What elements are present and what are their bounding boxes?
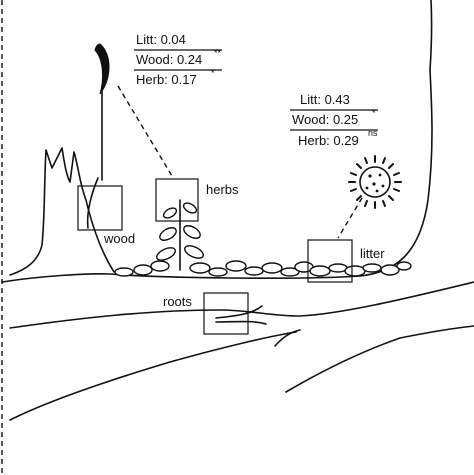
stump-crack <box>86 177 99 229</box>
stat-right-wood: Wood: 0.25 <box>292 112 358 127</box>
lower-soil-left <box>9 331 297 421</box>
roots-label: roots <box>163 294 192 309</box>
stat-left-wood: Wood: 0.24 <box>136 52 202 67</box>
stat-left-litt: Litt: 0.04 <box>136 32 186 47</box>
connector-spore-litter <box>337 197 363 239</box>
tree-stump <box>9 147 115 276</box>
spiky-spore-icon <box>348 155 402 209</box>
stat-right-litt: Litt: 0.43 <box>300 92 350 107</box>
litter-sample-box <box>307 239 353 283</box>
herb-seedling-icon <box>155 199 205 271</box>
lower-soil-wedge <box>274 325 474 393</box>
stat-left-herb-sig: * <box>211 68 215 78</box>
stat-right-herb: Herb: 0.29 <box>298 133 359 148</box>
crescent-termite-icon <box>94 43 110 95</box>
litter-layer <box>114 260 412 277</box>
herbs-label: herbs <box>206 182 239 197</box>
stats-left: Litt: 0.04 Wood: 0.24 ** Herb: 0.17 * <box>134 32 222 87</box>
upper-soil-horizon <box>9 281 474 329</box>
root-branch <box>215 305 267 325</box>
stat-left-herb: Herb: 0.17 <box>136 72 197 87</box>
wood-label: wood <box>103 231 135 246</box>
stat-right-herb-sig: ns <box>368 128 378 138</box>
ground-right-edge <box>429 0 433 71</box>
litter-label: litter <box>360 246 385 261</box>
connector-termite-herbs <box>117 85 173 177</box>
stat-left-wood-sig: ** <box>214 48 222 58</box>
wood-sample-box <box>77 185 123 231</box>
herbs-sample-box <box>155 178 199 222</box>
stats-right: Litt: 0.43 Wood: 0.25 * Herb: 0.29 ns <box>290 92 378 148</box>
roots-sample-box <box>203 292 249 335</box>
stat-right-wood-sig: * <box>372 108 376 118</box>
